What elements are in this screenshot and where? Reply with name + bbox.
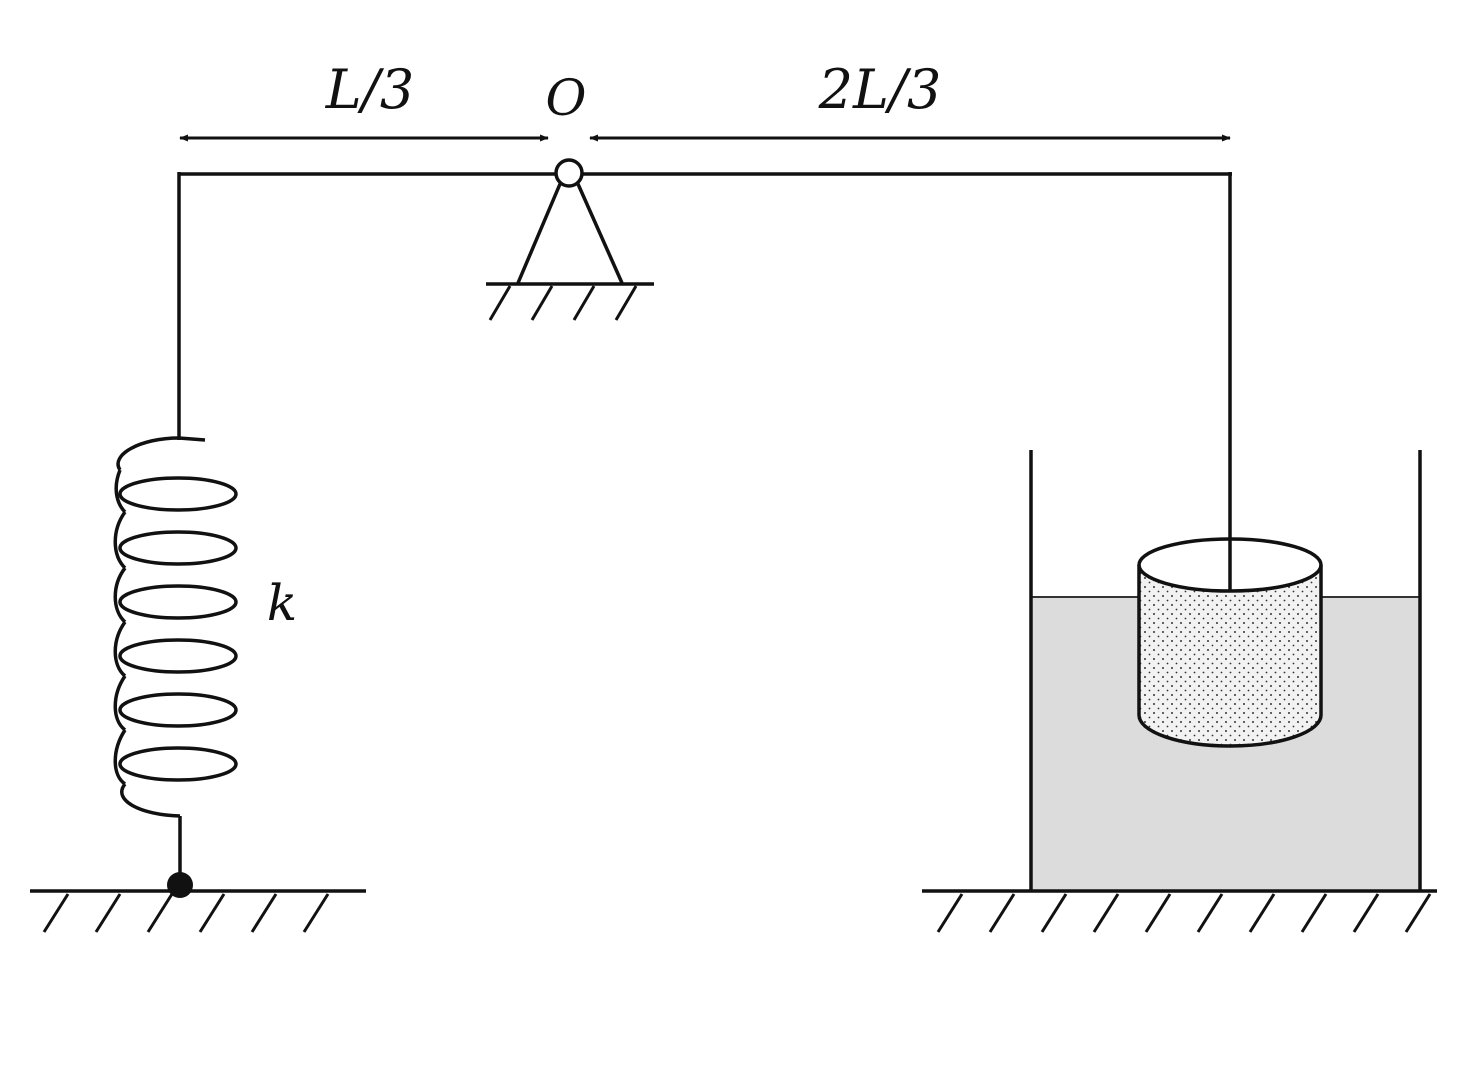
- right-ground: [922, 889, 1437, 933]
- spring-constant-label: k: [267, 574, 297, 632]
- spring: [113, 436, 238, 884]
- pivot-hinge: [554, 158, 584, 188]
- left-length-label: L/3: [325, 58, 414, 121]
- cylinder: [1137, 537, 1323, 748]
- pivot-support: [486, 183, 654, 321]
- pivot-label: O: [546, 69, 587, 127]
- left-ground: [30, 889, 366, 933]
- right-length-label: 2L/3: [818, 58, 942, 121]
